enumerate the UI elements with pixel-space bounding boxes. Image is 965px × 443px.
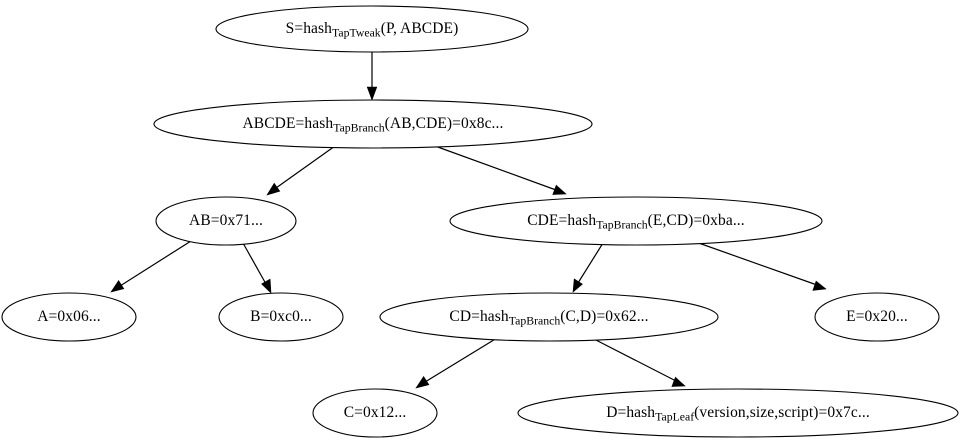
node-label-cde-suffix: (E,CD)=0xba... [647, 211, 745, 229]
node-label-s-subscript: TapTweak [332, 26, 381, 40]
node-label-cd: CD=hashTapBranch(C,D)=0x62... [449, 309, 648, 327]
node-label-c-prefix: C=0x12... [343, 403, 407, 421]
node-label-cd-subscript: TapBranch [508, 314, 561, 328]
node-label-b-prefix: B=0xc0... [250, 307, 312, 325]
node-label-cde-subscript: TapBranch [596, 218, 648, 232]
node-label-c: C=0x12... [344, 405, 407, 423]
node-label-cde: CDE=hashTapBranch(E,CD)=0xba... [527, 213, 745, 231]
node-label-d: D=hashTapLeaf(version,size,script)=0x7c.… [606, 405, 870, 423]
node-label-ab-prefix: AB=0x71... [189, 211, 263, 229]
node-label-abcde-prefix: ABCDE=hash [242, 114, 334, 132]
node-label-abcde-subscript: TapBranch [333, 121, 385, 135]
node-ellipse-ab[interactable] [155, 196, 297, 246]
node-label-s: S=hashTapTweak(P, ABCDE) [286, 21, 459, 39]
node-label-b: B=0xc0... [250, 309, 312, 327]
edge-s-to-abcde [366, 52, 378, 101]
node-ellipse-cd[interactable] [379, 292, 719, 342]
edge-cd-to-d [591, 337, 686, 387]
node-ellipse-cde[interactable] [449, 196, 823, 246]
edge-ab-to-b [242, 242, 272, 294]
node-ellipse-e[interactable] [814, 292, 940, 342]
edge-cd-to-c [415, 337, 498, 389]
node-ellipse-abcde[interactable] [153, 99, 593, 149]
node-ellipse-c[interactable] [312, 388, 438, 438]
node-ellipse-d[interactable] [517, 388, 959, 438]
edge-cde-to-e [692, 240, 827, 291]
node-label-s-suffix: (P, ABCDE) [380, 19, 459, 37]
node-label-abcde: ABCDE=hashTapBranch(AB,CDE)=0x8c... [243, 116, 504, 134]
node-label-d-subscript: TapLeaf [655, 410, 695, 424]
node-ellipse-a[interactable] [1, 292, 137, 342]
node-label-ab: AB=0x71... [189, 213, 263, 231]
node-label-cde-prefix: CDE=hash [527, 211, 597, 229]
node-ellipse-s[interactable] [215, 5, 529, 53]
edge-abcde-to-ab [266, 145, 336, 196]
edge-abcde-to-cde [434, 145, 567, 195]
node-label-a-prefix: A=0x06... [37, 307, 101, 325]
node-label-cd-prefix: CD=hash [449, 307, 509, 325]
node-label-cd-suffix: (C,D)=0x62... [560, 307, 649, 325]
node-label-abcde-suffix: (AB,CDE)=0x8c... [384, 114, 504, 132]
node-label-s-prefix: S=hash [285, 19, 333, 37]
node-label-a: A=0x06... [37, 309, 100, 327]
node-label-e: E=0x20... [846, 309, 908, 327]
node-label-d-prefix: D=hash [606, 403, 656, 421]
node-label-d-suffix: (version,size,script)=0x7c... [694, 403, 870, 421]
node-ellipse-b[interactable] [218, 292, 344, 342]
edge-ab-to-a [110, 240, 192, 293]
node-label-e-prefix: E=0x20... [846, 307, 908, 325]
edge-cde-to-cd [572, 242, 604, 293]
